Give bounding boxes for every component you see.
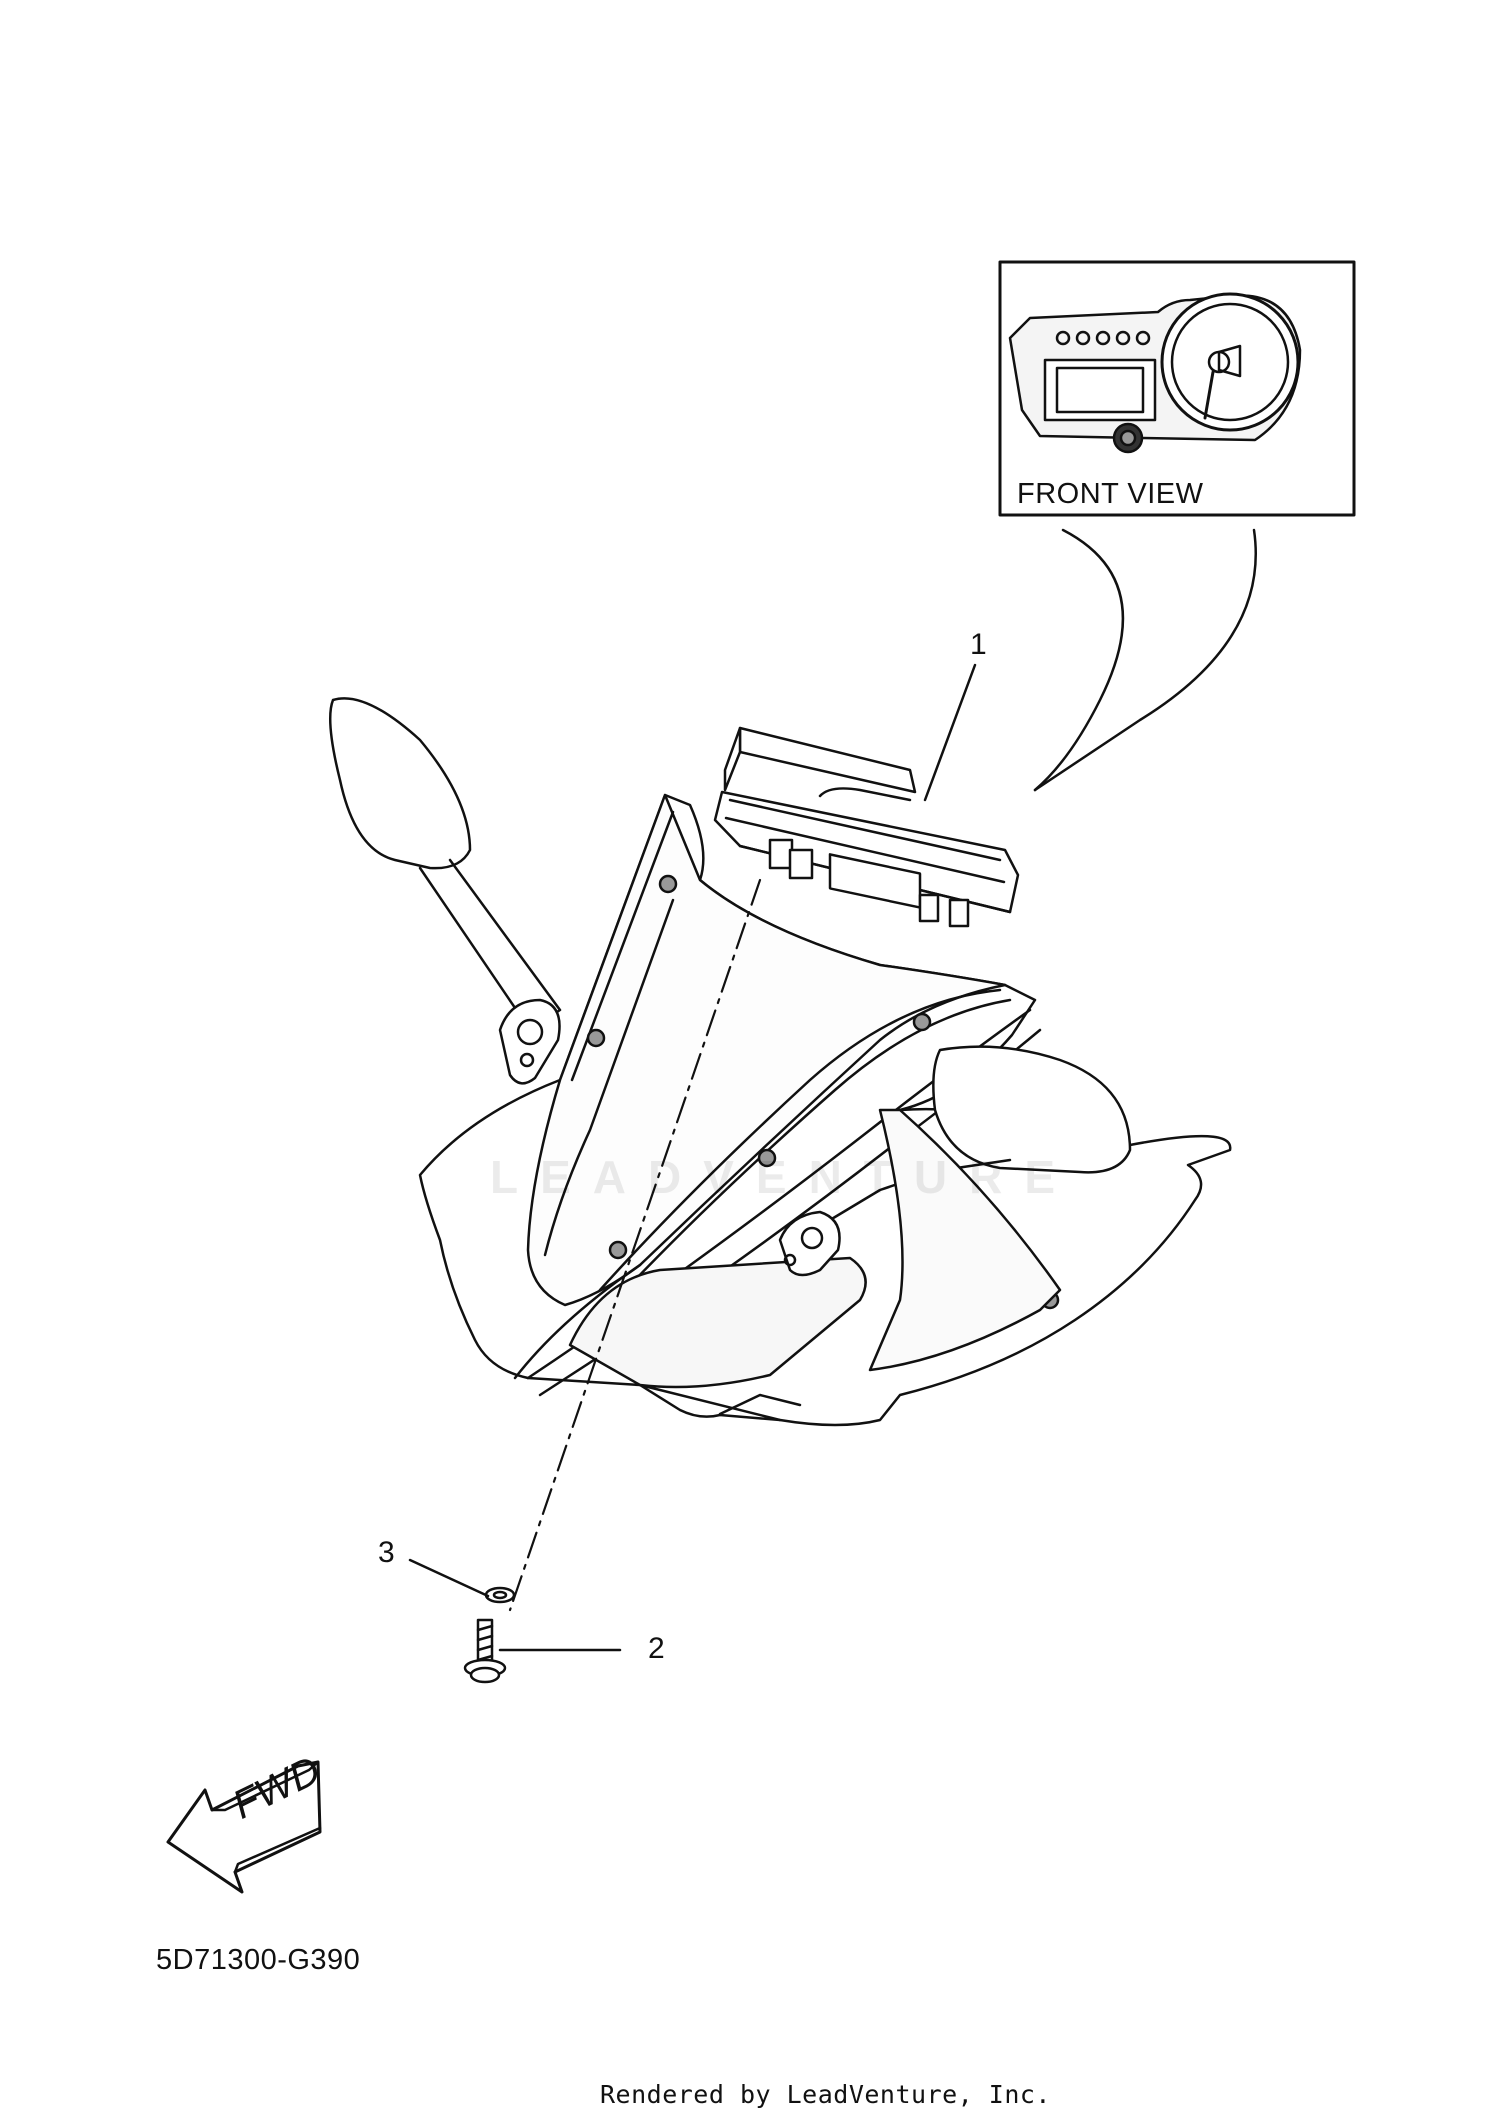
screw (463, 1618, 507, 1684)
washer (484, 1586, 516, 1604)
fwd-arrow-icon (166, 1760, 322, 1894)
inset-leader-right (1033, 528, 1257, 792)
inset-leader-left (1033, 528, 1125, 792)
front-view-label: FRONT VIEW (1017, 478, 1204, 510)
front-view-inset (998, 260, 1356, 517)
diagram-part-code: 5D71300-G390 (156, 1944, 361, 1976)
callout-3-leader (408, 1558, 490, 1598)
callout-3-label: 3 (378, 1536, 395, 1569)
meter-assembly (713, 726, 1020, 928)
callout-1-label: 1 (970, 628, 987, 661)
callout-2-label: 2 (648, 1632, 665, 1665)
watermark-text: LEADVENTURE (490, 1151, 1078, 1203)
rendered-by-footer: Rendered by LeadVenture, Inc. (600, 2080, 1051, 2109)
assembly-center-line (508, 878, 762, 1612)
front-cowling (329, 697, 1232, 1427)
callout-1-leader (923, 663, 977, 802)
